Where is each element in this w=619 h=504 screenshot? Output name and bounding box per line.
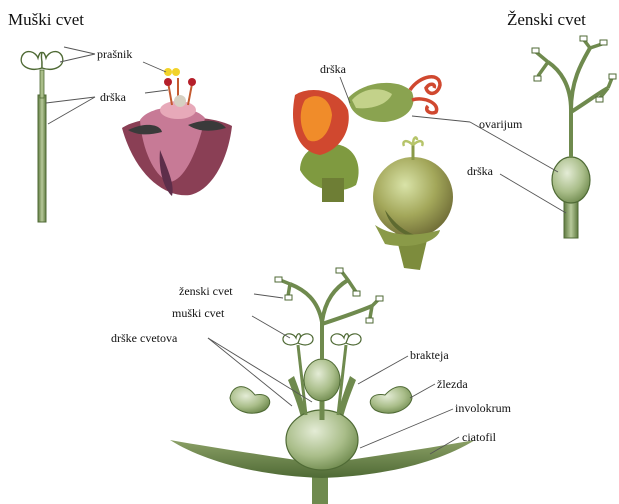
label-brakteja: brakteja (410, 348, 449, 362)
label-drska-female: drška (467, 164, 494, 178)
label-prasnik: prašnik (97, 47, 132, 61)
label-ciatofil: ciatofil (462, 430, 497, 444)
female-flower-title: Ženski cvet (507, 10, 586, 29)
label-drska-photo: drška (320, 62, 347, 76)
label-zenski-cvet: ženski cvet (179, 284, 233, 298)
male-flower-title: Muški cvet (8, 10, 84, 29)
label-ovarijum: ovarijum (479, 117, 523, 131)
leader-drska-photo-male (145, 90, 168, 93)
leader-drska-photo (340, 77, 350, 103)
male-flower-drawing (21, 52, 63, 222)
cyathium-drawing (170, 268, 475, 504)
male-flower-photo (122, 68, 232, 196)
label-drske-cvetova: drške cvetova (111, 331, 178, 345)
label-zlezda: žlezda (437, 377, 468, 391)
label-involokrum: involokrum (455, 401, 512, 415)
leader-prasnik-photo (143, 62, 166, 72)
photo-fruit (373, 137, 453, 270)
female-flower-drawing (532, 36, 616, 238)
label-drska-male: drška (100, 90, 127, 104)
label-muski-cvet: muški cvet (172, 306, 225, 320)
